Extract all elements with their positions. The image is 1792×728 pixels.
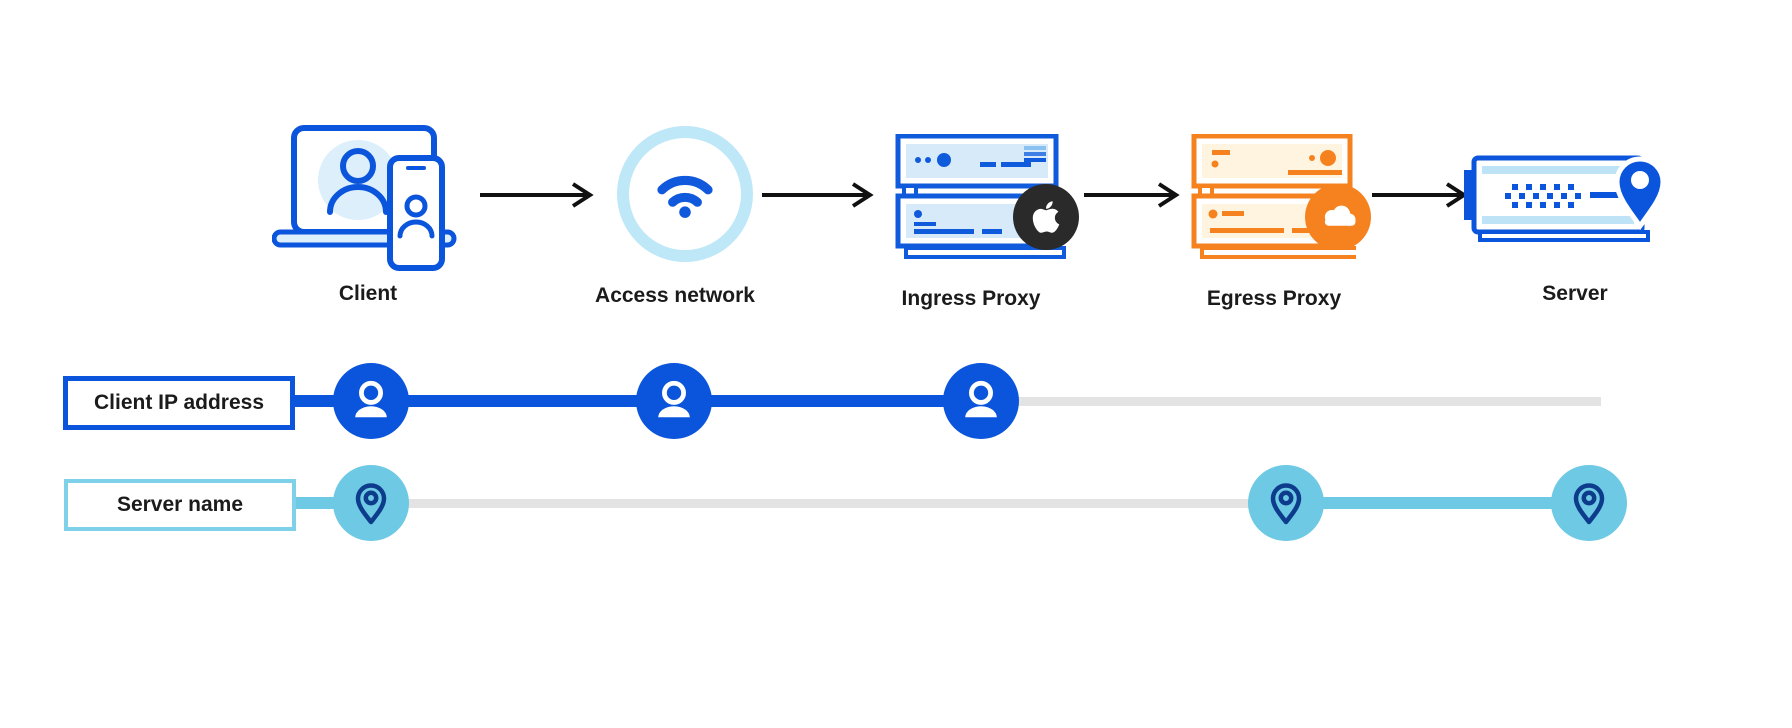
server-label: Server [1542,282,1608,305]
ingress-proxy-node [888,133,1068,269]
location-pin-marker [1551,465,1627,541]
person-marker [943,363,1019,439]
location-pin-marker [1248,465,1324,541]
egress-proxy-label: Egress Proxy [1206,287,1342,310]
location-pin-icon [1573,483,1605,525]
server-name-track-active-right [1286,497,1591,509]
person-marker [333,363,409,439]
location-pin-marker [333,465,409,541]
location-pin-icon [1270,483,1302,525]
person-icon [965,380,997,418]
server-node [1462,146,1674,263]
arrow-right-icon [480,182,594,208]
server-name-label: Server name [116,493,244,516]
location-pin-icon [1614,156,1666,231]
ingress-proxy-label: Ingress Proxy [901,287,1041,310]
apple-logo-icon [1032,201,1060,233]
server-name-track-inactive [400,499,1290,508]
person-icon [658,380,690,418]
client-label: Client [338,282,398,305]
client-ip-track-inactive [981,397,1601,406]
server-location-icon [1464,155,1666,242]
wifi-icon [657,175,713,218]
server-stack-icon [895,133,1066,259]
access-network-label: Access network [595,284,755,307]
client-ip-address-label-box: Client IP address [63,376,295,430]
client-ip-address-label: Client IP address [93,391,264,414]
arrow-right-icon [1372,182,1468,208]
person-marker [636,363,712,439]
arrow-right-icon [762,182,874,208]
server-name-label-box: Server name [64,479,296,531]
cloudflare-cloud-icon [1324,205,1356,226]
location-pin-icon [355,483,387,525]
person-icon [355,380,387,418]
client-node [271,122,472,287]
access-network-node [617,126,753,262]
apple-logo-badge [1013,184,1079,250]
client-devices-icon [271,125,457,271]
cloudflare-logo-badge [1305,184,1371,250]
arrow-right-icon [1084,182,1180,208]
